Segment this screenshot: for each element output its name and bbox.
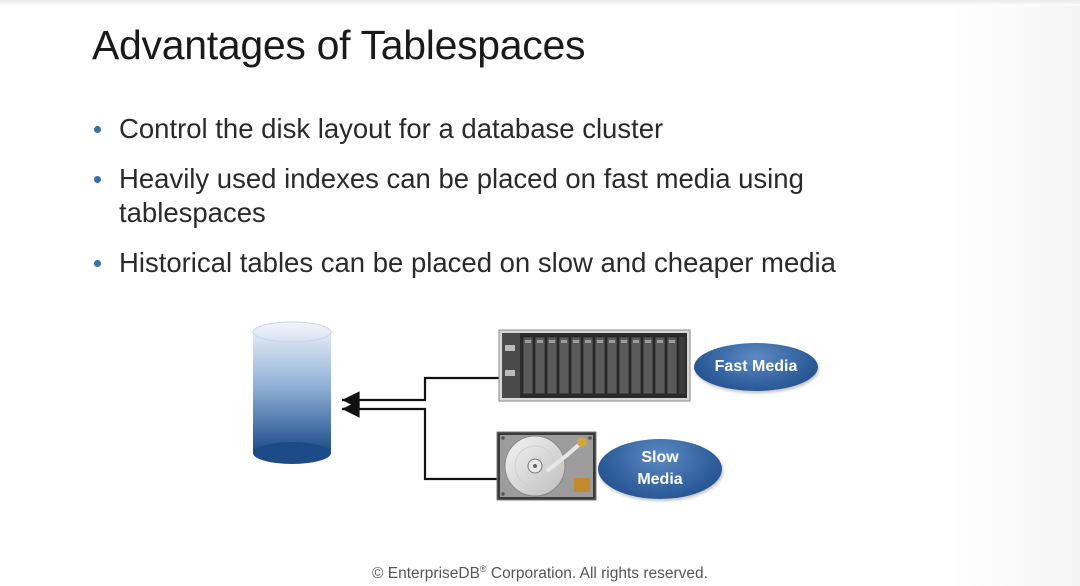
copyright-footer: © EnterpriseDB® Corporation. All rights …	[0, 564, 1080, 583]
slow-media-line2: Media	[637, 471, 683, 488]
bullet-dot-icon	[94, 126, 101, 133]
disk-array-icon	[498, 329, 691, 402]
bullet-text: Historical tables can be placed on slow …	[119, 247, 836, 278]
bullet-item: Historical tables can be placed on slow …	[92, 246, 992, 280]
slow-media-line1: Slow	[641, 449, 679, 466]
connector-arrows	[342, 376, 500, 481]
slow-media-text: Slow Media	[637, 447, 682, 491]
bullet-item: Control the disk layout for a database c…	[92, 112, 992, 146]
bullet-dot-icon	[94, 260, 101, 267]
slide-title: Advantages of Tablespaces	[92, 22, 586, 68]
copyright-suffix: Corporation. All rights reserved.	[486, 565, 708, 583]
fast-media-label: Fast Media	[694, 343, 818, 391]
slow-media-label: Slow Media	[598, 439, 722, 499]
copyright-prefix: © EnterpriseDB	[372, 565, 480, 583]
bullet-text: Heavily used indexes can be placed on fa…	[119, 163, 804, 228]
registered-mark: ®	[479, 564, 487, 574]
bullet-list: Control the disk layout for a database c…	[92, 112, 992, 296]
database-cylinder-icon	[252, 321, 332, 464]
hard-disk-icon	[496, 431, 597, 501]
bullet-item: Heavily used indexes can be placed on fa…	[92, 162, 919, 230]
top-strip	[0, 0, 1080, 6]
bullet-text: Control the disk layout for a database c…	[119, 113, 664, 144]
bullet-dot-icon	[94, 176, 101, 183]
fast-media-text: Fast Media	[714, 358, 798, 375]
